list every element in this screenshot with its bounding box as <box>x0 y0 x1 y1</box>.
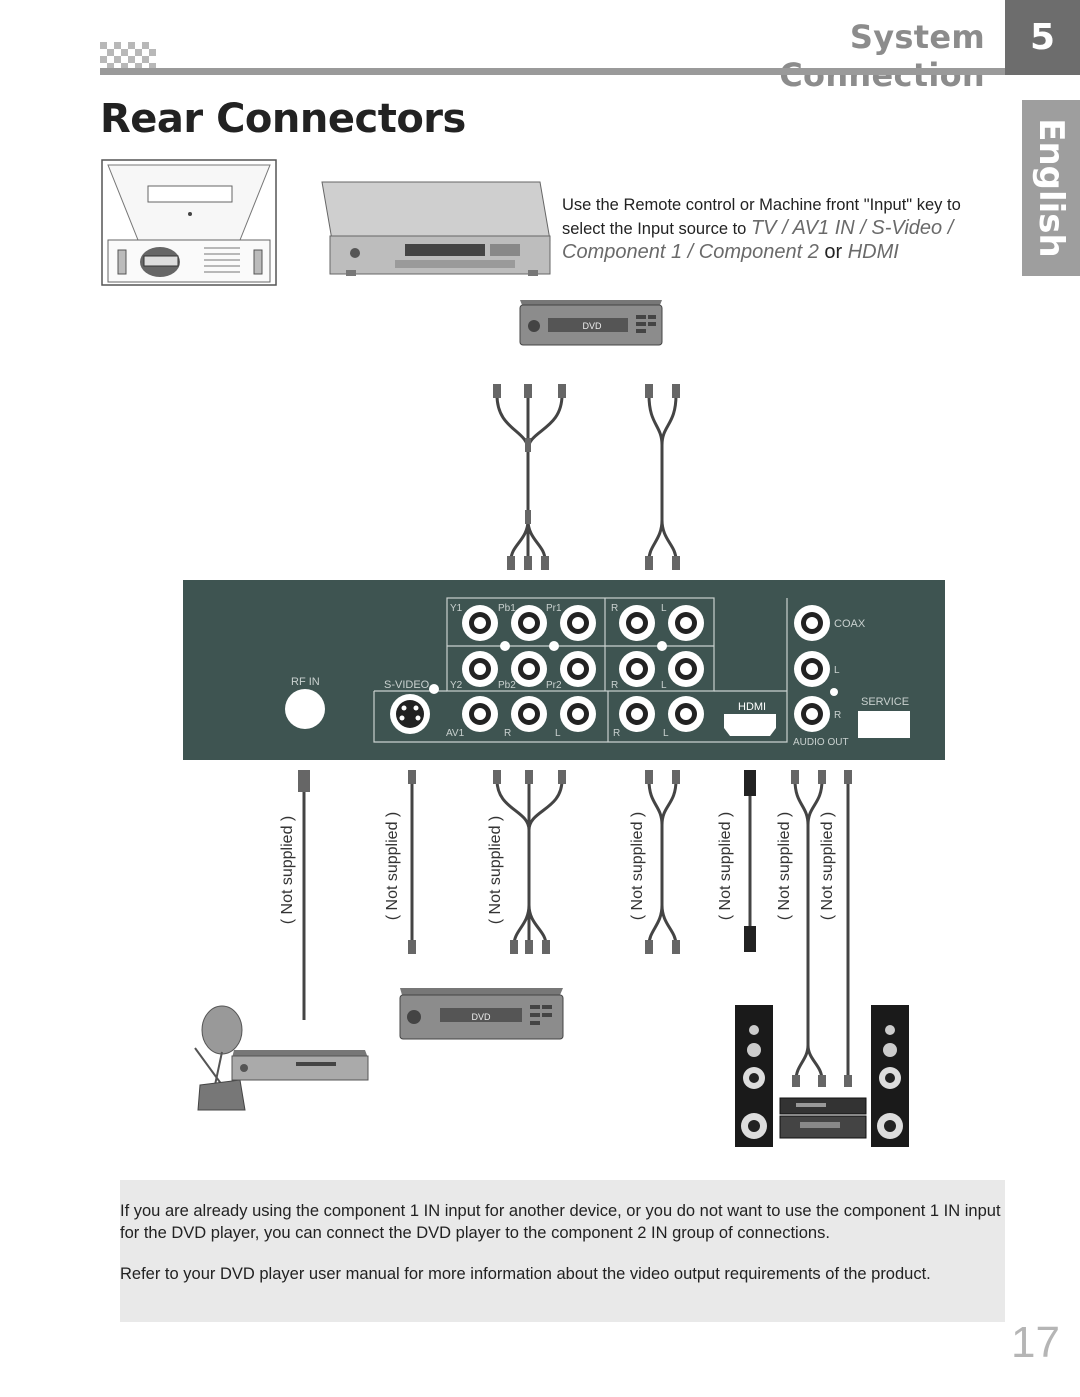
hdmi-jack <box>724 714 776 736</box>
lower-cables <box>298 770 852 1087</box>
label-l-top: L <box>661 603 667 614</box>
tv-rear-illustration <box>101 159 277 286</box>
connection-diagram: DVD RF IN S-VIDEO <box>101 159 945 1147</box>
dvd-top-label: DVD <box>582 321 602 331</box>
input-sources: TV / AV1 IN / S-Video / Component 1 / Co… <box>562 217 954 263</box>
instruction-text: Use the Remote control or Machine front … <box>562 194 1002 265</box>
label-pr2: Pr2 <box>546 680 562 691</box>
label-audio-l: L <box>663 728 669 739</box>
label-rf-in: RF IN <box>291 676 320 688</box>
not-supplied-label: ( Not supplied ) <box>629 812 646 921</box>
tv-front-panel-illustration <box>321 181 551 276</box>
label-pb2: Pb2 <box>498 680 516 691</box>
dvd-player-top: DVD <box>519 300 663 346</box>
not-supplied-label: ( Not supplied ) <box>819 812 836 921</box>
label-r-top: R <box>611 603 618 614</box>
language-tab: English <box>1022 100 1080 276</box>
section-title: System Connection <box>779 18 985 94</box>
rear-connector-panel: RF IN S-VIDEO Y1 Pb1 Pr1 R L Y2 Pb2 Pr2 … <box>183 580 945 760</box>
not-supplied-label: ( Not supplied ) <box>717 812 734 921</box>
header-rule <box>100 68 1005 75</box>
label-out-l: L <box>834 665 840 676</box>
label-audio-r: R <box>613 728 620 739</box>
dvd-player-bottom: DVD <box>399 988 564 1040</box>
label-hdmi: HDMI <box>738 701 766 713</box>
label-av1: AV1 <box>446 728 465 739</box>
dvd-bottom-label: DVD <box>471 1012 491 1022</box>
label-av1-r: R <box>504 728 511 739</box>
chapter-number: 5 <box>1005 0 1080 75</box>
label-out-r: R <box>834 710 841 721</box>
not-supplied-label: ( Not supplied ) <box>384 812 401 921</box>
label-pb1: Pb1 <box>498 603 516 614</box>
speaker-system <box>735 1005 909 1147</box>
not-supplied-label: ( Not supplied ) <box>487 816 504 925</box>
page-heading: Rear Connectors <box>100 96 466 142</box>
input-source-hdmi: HDMI <box>847 241 899 263</box>
label-audio-out: AUDIO OUT <box>793 737 849 748</box>
service-port <box>858 711 910 738</box>
label-r-mid: R <box>611 680 618 691</box>
rf-in-jack <box>285 689 325 729</box>
upper-audio-cable <box>647 394 678 561</box>
not-supplied-label: ( Not supplied ) <box>279 816 296 925</box>
label-av1-l: L <box>555 728 561 739</box>
s-video-jack <box>390 694 430 734</box>
page-number: 17 <box>1011 1318 1060 1367</box>
label-s-video: S-VIDEO <box>384 679 430 691</box>
satellite-receiver <box>194 1005 369 1111</box>
component-jacks <box>462 605 704 732</box>
not-supplied-label: ( Not supplied ) <box>776 812 793 921</box>
label-pr1: Pr1 <box>546 603 562 614</box>
instruction-part1: Use the Remote control or Machine front … <box>562 196 961 238</box>
label-coax: COAX <box>834 618 866 630</box>
checker-logo <box>100 42 156 70</box>
label-y1: Y1 <box>450 603 463 614</box>
label-y2: Y2 <box>450 680 463 691</box>
upper-component-cable <box>495 394 564 561</box>
instruction-joiner: or <box>818 241 848 263</box>
note-box: If you are already using the component 1… <box>120 1180 1005 1322</box>
note-paragraph-2: Refer to your DVD player user manual for… <box>120 1265 931 1283</box>
note-paragraph-1: If you are already using the component 1… <box>120 1202 1001 1242</box>
audio-out-jacks <box>794 605 838 732</box>
label-l-mid: L <box>661 680 667 691</box>
label-service: SERVICE <box>861 696 909 708</box>
